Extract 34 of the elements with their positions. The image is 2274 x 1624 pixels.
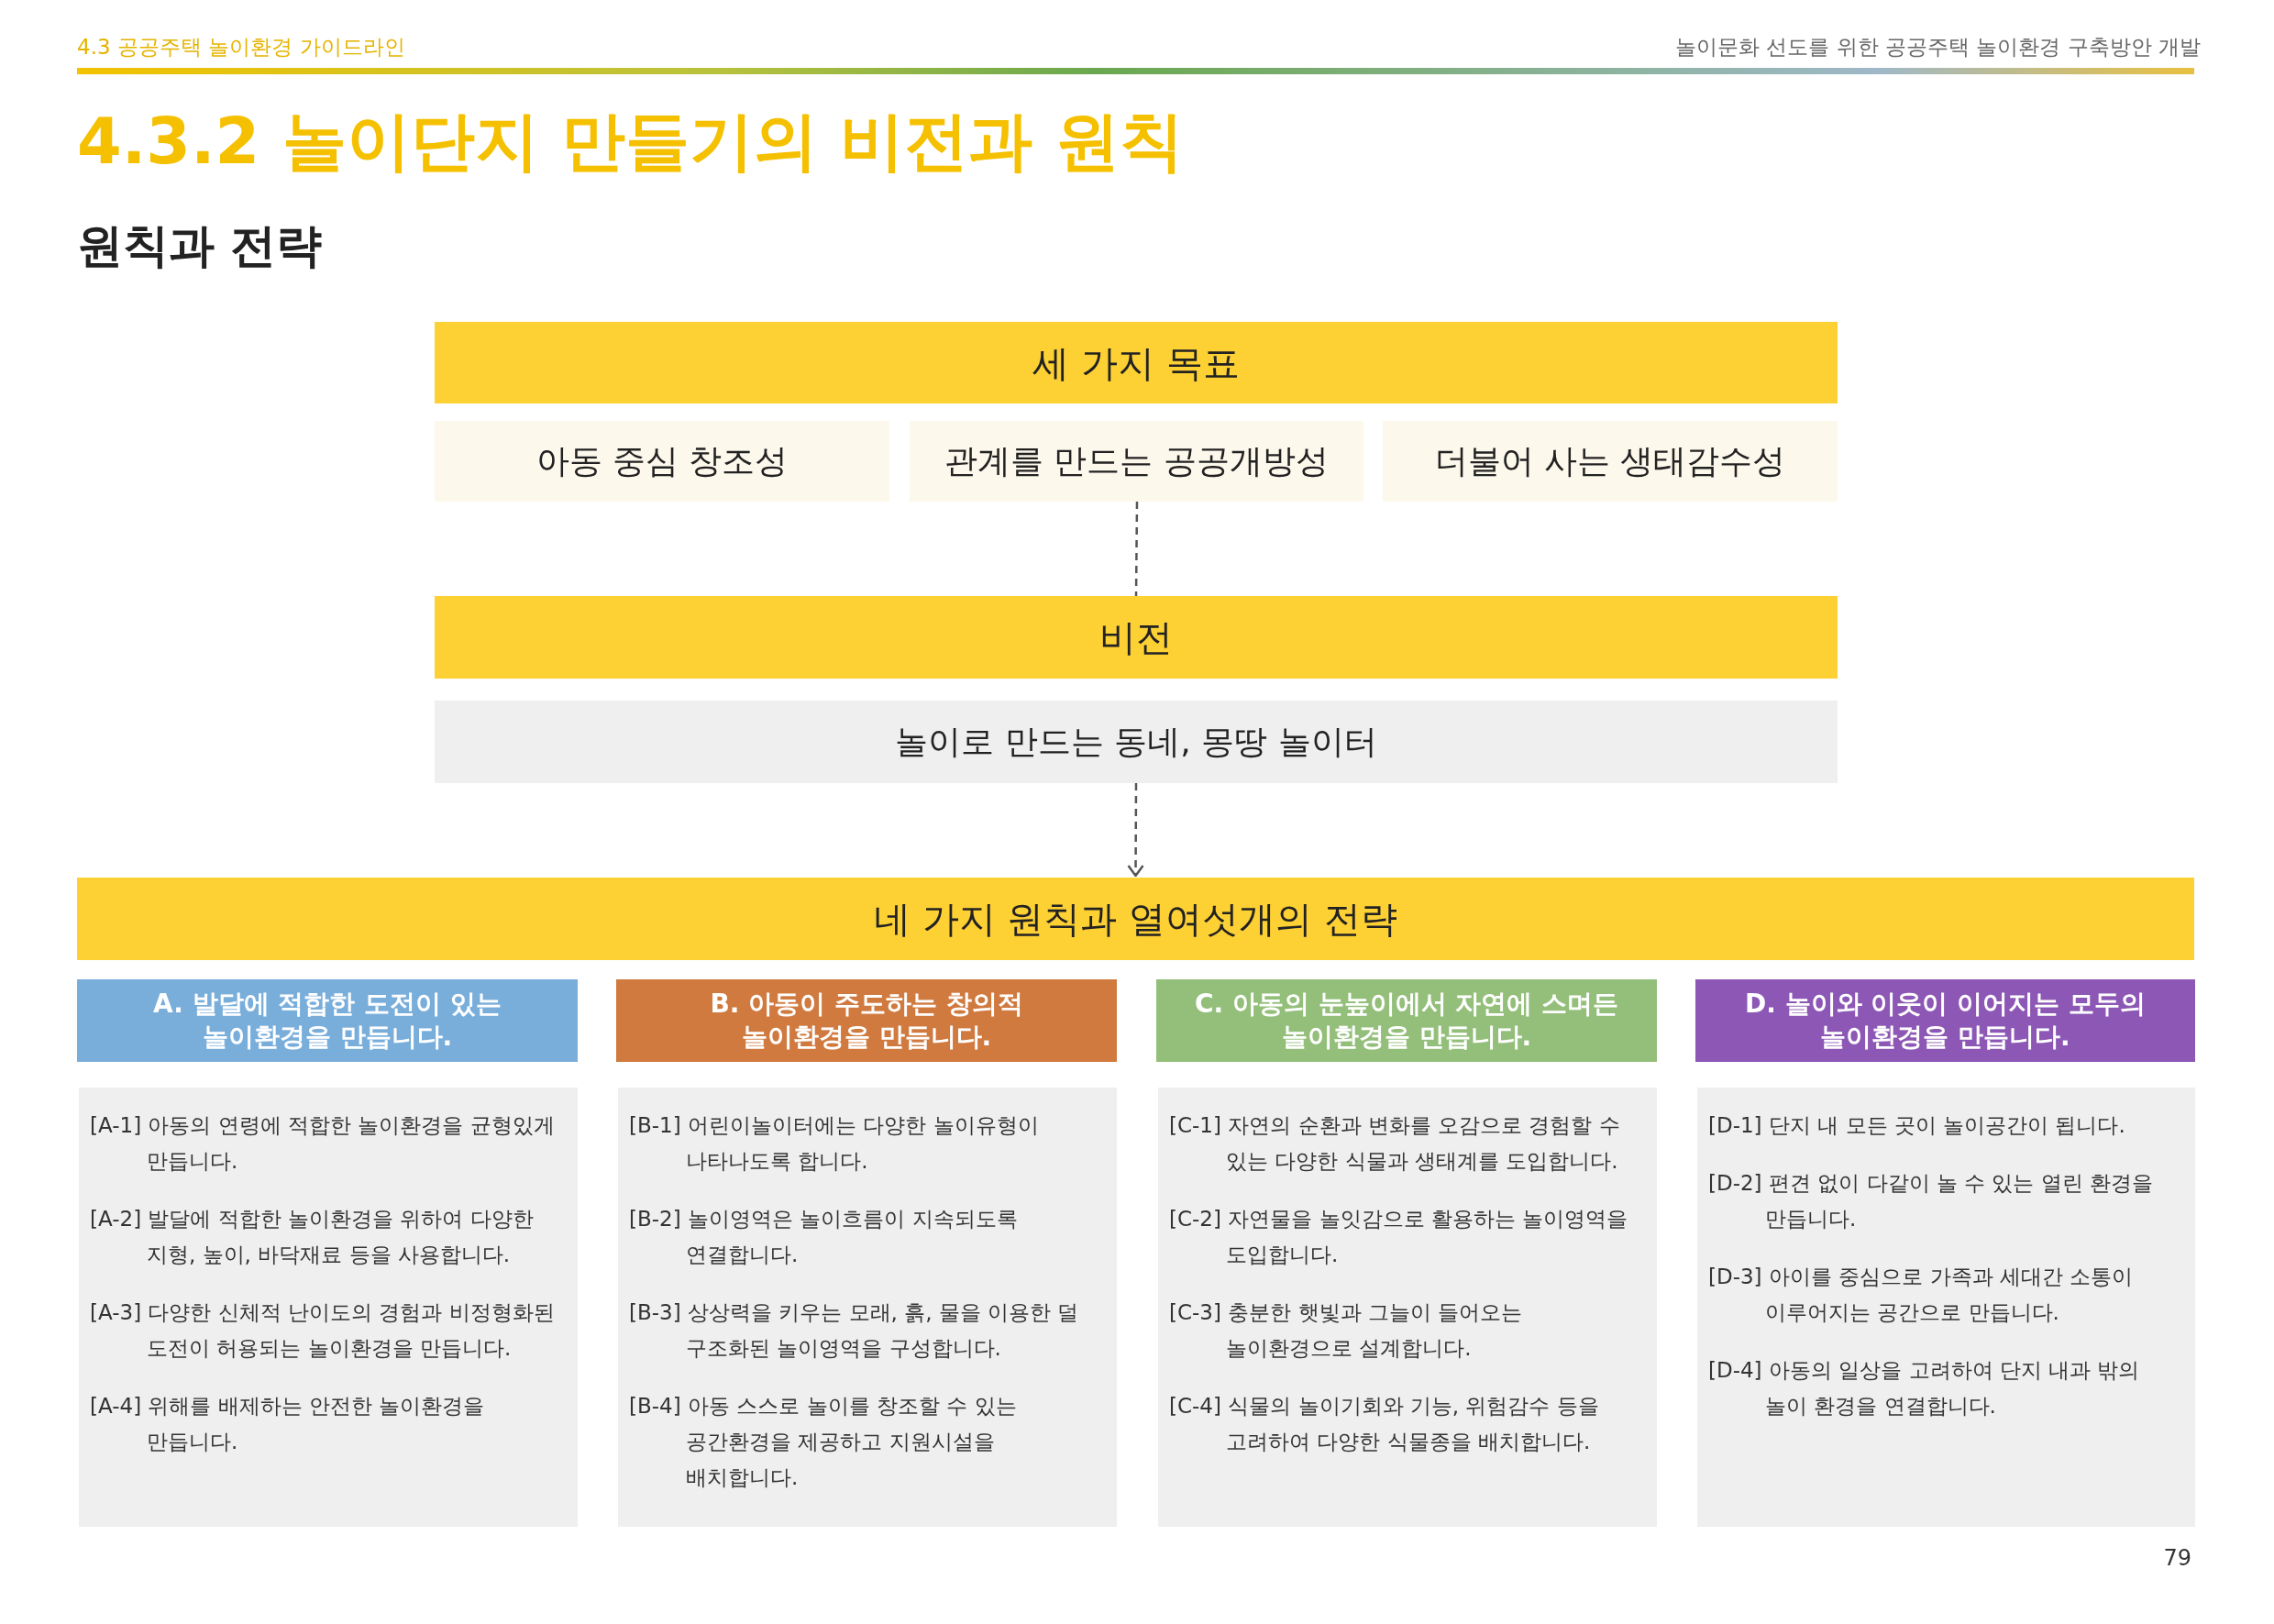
strategy-text: [D-4] 아동의 일상을 고려하여 단지 내과 밖의 놀이 환경을 연결합니다.: [1708, 1357, 2141, 1420]
vision-box: 놀이로 만드는 동네, 몽땅 놀이터: [435, 701, 1838, 783]
principle-header: A. 발달에 적합한 도전이 있는 놀이환경을 만듭니다.: [77, 979, 578, 1062]
principle-header: D. 놀이와 이웃이 이어지는 모두의 놀이환경을 만듭니다.: [1695, 979, 2195, 1062]
page-number: 79: [2163, 1545, 2191, 1571]
running-header: 놀이문화 선도를 위한 공공주택 놀이환경 구축방안 개발: [1675, 34, 2201, 61]
strategy-text: [B-3] 상상력을 키우는 모래, 흙, 물을 이용한 덜 구조화된 놀이영역을 구성합니다.: [629, 1299, 1080, 1362]
strategy-text: [B-1] 어린이놀이터에는 다양한 놀이유형이 나타나도록 합니다.: [629, 1112, 1040, 1175]
goal-header-band: 세 가지 목표: [435, 322, 1838, 403]
principle-header: C. 아동의 눈높이에서 자연에 스며든 놀이환경을 만듭니다.: [1156, 979, 1657, 1062]
strategy-text: [A-2] 발달에 적합한 놀이환경을 위하여 다양한 지형, 높이, 바닥재료 등을 사용합니다.: [90, 1206, 535, 1268]
running-header: 4.3 공공주택 놀이환경 가이드라인: [77, 34, 405, 61]
goal-box: 관계를 만드는 공공개방성: [910, 421, 1363, 502]
goal-box: 아동 중심 창조성: [435, 421, 889, 502]
strategy-text: [A-1] 아동의 연령에 적합한 놀이환경을 균형있게 만듭니다.: [90, 1112, 556, 1175]
strategy-text: [C-4] 식물의 놀이기회와 기능, 위험감수 등을 고려하여 다양한 식물종을 배치합니다.: [1169, 1393, 1600, 1455]
section-subtitle: 원칙과 전략: [77, 218, 323, 274]
arrow: [1127, 783, 1144, 878]
strategy-text: [C-3] 충분한 햇빛과 그늘이 들어오는 놀이환경으로 설계합니다.: [1169, 1299, 1524, 1362]
vision-header-band: 비전: [435, 596, 1838, 679]
strategy-text: [D-3] 아이를 중심으로 가족과 세대간 소통이 이루어지는 공간으로 만듭니다.: [1708, 1264, 2135, 1326]
goal-box: 더불어 사는 생태감수성: [1383, 421, 1838, 502]
strategy-text: [A-4] 위해를 배제하는 안전한 놀이환경을 만듭니다.: [90, 1393, 486, 1455]
connector-line: [1134, 502, 1139, 596]
strategy-text: [A-3] 다양한 신체적 난이도의 경험과 비정형화된 도전이 허용되는 놀이환경을 만듭니다.: [90, 1299, 556, 1362]
strategy-text: [C-1] 자연의 순환과 변화를 오감으로 경험할 수 있는 다양한 식물과 생태계를 도입합니다.: [1169, 1112, 1621, 1175]
principles-header-band: 네 가지 원칙과 열여섯개의 전략: [77, 878, 2194, 960]
strategy-text: [B-4] 아동 스스로 놀이를 창조할 수 있는 공간환경을 제공하고 지원시설을 배치합니다.: [629, 1393, 1018, 1491]
strategy-text: [D-2] 편견 없이 다같이 놀 수 있는 열린 환경을 만듭니다.: [1708, 1170, 2155, 1232]
strategy-text: [D-1] 단지 내 모든 곳이 놀이공간이 됩니다.: [1708, 1112, 2126, 1139]
strategy-text: [C-2] 자연물을 놀잇감으로 활용하는 놀이영역을 도입합니다.: [1169, 1206, 1629, 1268]
page-title: 4.3.2 놀이단지 만들기의 비전과 원칙: [77, 103, 1185, 181]
principle-header: B. 아동이 주도하는 창의적 놀이환경을 만듭니다.: [616, 979, 1117, 1062]
strategy-text: [B-2] 놀이영역은 놀이흐름이 지속되도록 연결합니다.: [629, 1206, 1019, 1268]
